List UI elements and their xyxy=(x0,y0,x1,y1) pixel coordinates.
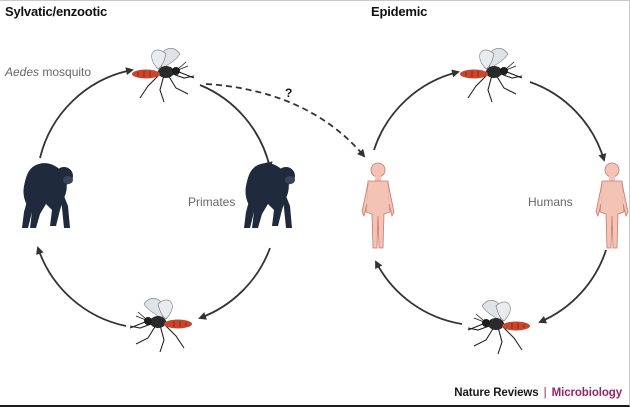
arrow-top-left xyxy=(40,70,132,158)
arrow-epidemic-bottom-right xyxy=(540,250,606,322)
chimpanzee-icon-left xyxy=(22,163,73,228)
label-primates: Primates xyxy=(188,195,235,209)
arrow-bottom-left xyxy=(38,248,126,326)
mosquito-icon-bottom-right xyxy=(468,300,530,354)
human-icon-right xyxy=(596,163,628,248)
label-aedes-mosquito: Aedes mosquito xyxy=(5,65,91,79)
human-icon-left xyxy=(362,163,394,248)
credit-separator: | xyxy=(542,387,549,399)
chimpanzee-icon-right xyxy=(244,163,295,228)
title-sylvatic: Sylvatic/enzootic xyxy=(5,4,107,19)
arrow-epidemic-top-right xyxy=(530,82,604,160)
arrow-epidemic-bottom-left xyxy=(376,262,462,324)
mosquito-icon-top-right xyxy=(460,48,522,102)
label-aedes-genus: Aedes xyxy=(5,65,39,79)
credit-section: Microbiology xyxy=(552,387,622,399)
arrow-bottom-right xyxy=(200,248,270,318)
arrow-epidemic-top-left xyxy=(374,72,458,150)
label-mosquito-word: mosquito xyxy=(42,65,91,79)
label-humans: Humans xyxy=(528,195,573,209)
journal-credit: Nature Reviews | Microbiology xyxy=(454,387,622,399)
mosquito-icon-bottom-left xyxy=(130,298,192,352)
label-question-mark: ? xyxy=(285,86,292,100)
title-epidemic: Epidemic xyxy=(371,4,427,19)
credit-journal: Nature Reviews xyxy=(454,387,538,399)
arrow-top-right xyxy=(200,85,270,168)
mosquito-icon-top-left xyxy=(132,48,194,102)
